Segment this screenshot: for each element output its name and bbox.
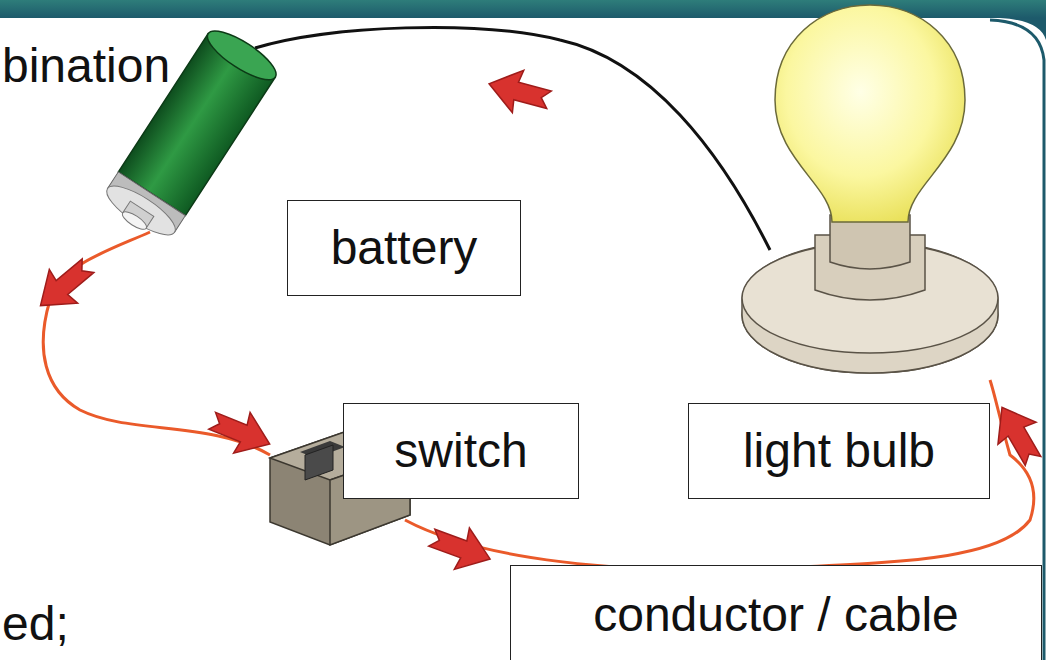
light-bulb-symbol xyxy=(742,5,998,373)
current-arrow xyxy=(983,396,1046,472)
label-box: light bulb xyxy=(688,403,990,499)
label-text: battery xyxy=(331,222,478,275)
slide-text: bination xyxy=(2,40,170,93)
label-box: switch xyxy=(343,403,579,499)
slide-text: ed; xyxy=(2,598,69,651)
label-box: conductor / cable xyxy=(510,565,1042,660)
current-arrow xyxy=(483,62,554,121)
frame-corner xyxy=(1000,18,1046,40)
label-text: switch xyxy=(394,425,527,478)
label-box: battery xyxy=(287,200,521,296)
label-text: conductor / cable xyxy=(593,589,959,642)
current-arrow xyxy=(204,400,278,464)
current-arrow xyxy=(424,517,497,580)
label-text: light bulb xyxy=(743,425,935,478)
frame-border xyxy=(990,20,1044,660)
current-arrow xyxy=(26,249,102,323)
